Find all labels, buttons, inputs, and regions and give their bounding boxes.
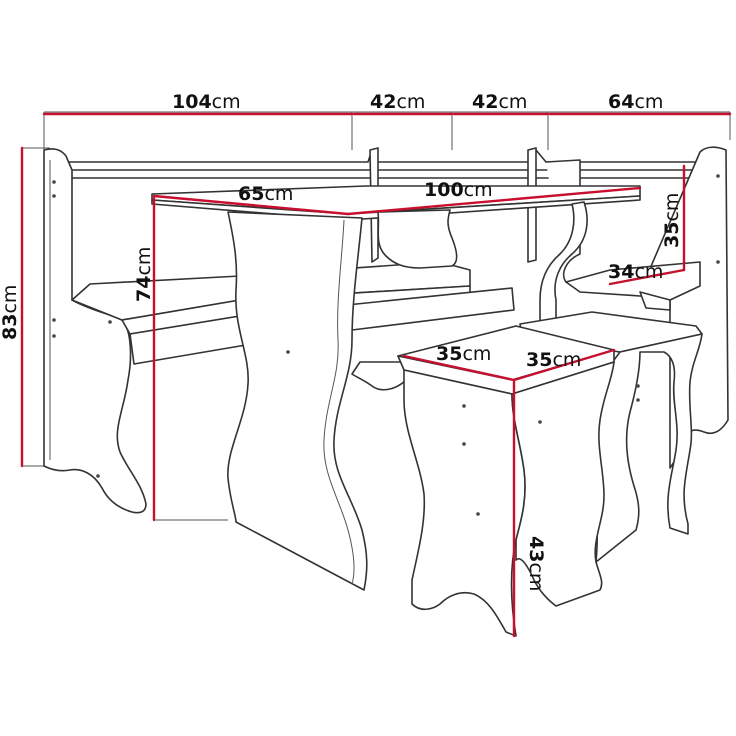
label-64: 64cm [608,91,663,113]
dimension-lines [20,112,732,638]
label-34: 34cm [608,261,663,283]
label-34-value: 34 [608,261,634,283]
bench-long-backrest [65,149,707,179]
label-65-value: 65 [238,183,264,205]
label-35-stool-width-value: 35 [436,343,462,365]
label-35-stool-width: 35cm [436,343,491,365]
label-104: 104cm [172,91,241,113]
label-35-stool-depth-value: 35 [526,349,552,371]
dim-line-65 [152,194,350,216]
label-42-b: 42cm [472,91,527,113]
label-43: 43cm [525,536,547,591]
label-65: 65cm [238,183,293,205]
dim-line-35-stool-depth [512,348,616,382]
bench-left-end-panel [43,148,147,514]
label-43-unit: cm [525,562,547,591]
label-34-unit: cm [634,261,663,283]
table-back-leg [377,209,458,269]
top-dimension-extension-lines [22,111,731,467]
stool-front-right-panel [511,361,615,607]
label-100-unit: cm [464,179,493,201]
bench-short-front-skirt [639,291,671,311]
label-100: 100cm [424,179,493,201]
label-43-value: 43 [525,536,547,562]
label-35-stool-depth: 35cm [526,349,581,371]
dimension-labels: 104cm 42cm 42cm 64cm 83cm 65cm 100cm 74c… [0,91,683,591]
label-35-backrest: 35cm [661,193,683,248]
label-83-unit: cm [0,285,21,314]
stool-front-left-panel [403,369,526,637]
label-35-backrest-unit: cm [661,193,683,222]
label-74: 74cm [133,247,155,302]
dim-line-100 [346,186,642,216]
label-64-value: 64 [608,91,634,113]
label-35-stool-width-unit: cm [462,343,491,365]
label-104-unit: cm [212,91,241,113]
table-front-leg [227,211,368,591]
label-100-value: 100 [424,179,464,201]
dim-line-34 [608,268,686,286]
bench-short-seat [565,261,701,301]
dim-line-35-stool-width [402,354,516,382]
label-104-value: 104 [172,91,212,113]
label-64-unit: cm [634,91,663,113]
label-42-a: 42cm [370,91,425,113]
label-35-stool-depth-unit: cm [552,349,581,371]
label-42-a-value: 42 [370,91,396,113]
label-35-backrest-value: 35 [661,222,683,248]
label-42-b-unit: cm [498,91,527,113]
label-74-unit: cm [133,247,155,276]
label-42-b-value: 42 [472,91,498,113]
label-65-unit: cm [264,183,293,205]
stools [397,311,703,637]
label-83: 83cm [0,285,21,340]
label-42-a-unit: cm [396,91,425,113]
label-74-value: 74 [133,276,155,302]
label-83-value: 83 [0,314,21,340]
